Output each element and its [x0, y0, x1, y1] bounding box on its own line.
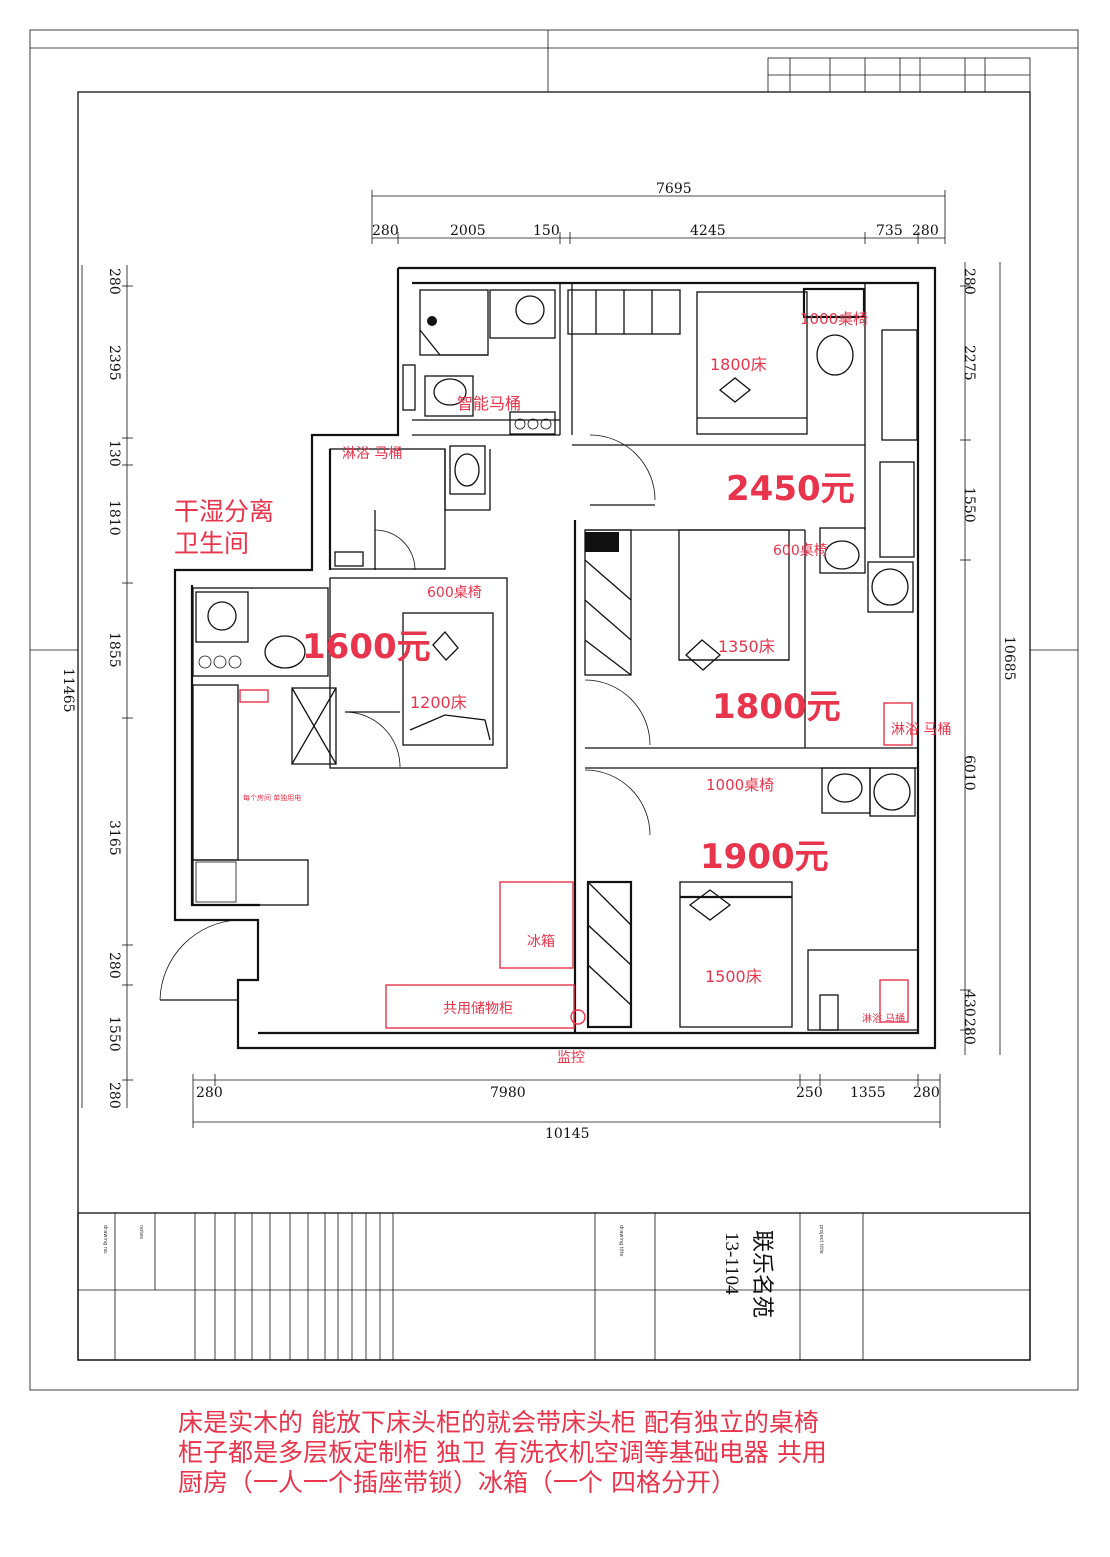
dim-left-7: 280: [106, 952, 122, 979]
storage-box: [385, 984, 575, 1029]
label-desk-600-b: 600桌椅: [427, 585, 482, 601]
svg-text:drawing title: drawing title: [618, 1225, 624, 1256]
kitchen: [159, 587, 329, 1001]
dim-left-3: 130: [106, 440, 122, 467]
dim-right-1: 280: [961, 268, 977, 295]
fridge-box: [499, 881, 574, 969]
socket-marker: [239, 689, 269, 703]
room-a: [567, 283, 918, 558]
dim-top-3: 150: [533, 223, 560, 239]
bathroom-mid: [329, 445, 491, 571]
dimension-lines: [81, 190, 1001, 1128]
dim-left-8: 1550: [106, 1016, 122, 1052]
bathroom-top: [402, 283, 573, 436]
header-table: [767, 57, 1031, 93]
note-line-1: 床是实木的 能放下床头柜的就会带床头柜 配有独立的桌椅: [178, 1408, 819, 1437]
dim-top-total: 7695: [656, 181, 692, 197]
price-room-b: 1800元: [712, 687, 841, 727]
dim-top-1: 280: [372, 223, 399, 239]
note-line-3: 厨房（一人一个插座带锁）冰箱（一个 四格分开）: [178, 1468, 736, 1497]
label-shower-toilet-3: 淋浴 马桶: [862, 1012, 905, 1025]
label-desk-1000-a: 1000桌椅: [800, 310, 868, 328]
label-socket-note: 每个房间 单独用电: [243, 793, 301, 802]
dim-left-total: 11465: [60, 668, 76, 713]
dim-bottom-1: 280: [196, 1085, 223, 1101]
dim-left-2: 2395: [106, 345, 122, 381]
label-desk-1000-b: 1000桌椅: [706, 776, 774, 794]
label-desk-600-a: 600桌椅: [773, 543, 828, 559]
dim-bottom-2: 7980: [490, 1085, 526, 1101]
dim-bottom-3: 250: [796, 1085, 823, 1101]
label-bed-1800: 1800床: [710, 355, 767, 374]
dim-left-1: 280: [106, 268, 122, 295]
dim-right-total: 10685: [1001, 636, 1017, 681]
label-bed-1200: 1200床: [410, 693, 467, 712]
dim-bottom-4: 1355: [850, 1085, 886, 1101]
room-b: [584, 527, 914, 676]
dim-top-2: 2005: [450, 223, 486, 239]
sheet-outer-frame: [29, 29, 1079, 1391]
room-c: [291, 577, 508, 769]
dim-top-4: 4245: [690, 223, 726, 239]
shower-box-bottom: [879, 979, 909, 1023]
price-room-a: 2450元: [726, 469, 855, 509]
dim-top-6: 280: [912, 223, 939, 239]
exterior-walls: [173, 266, 937, 1050]
dim-right-5: 430: [961, 990, 977, 1017]
label-smart-toilet: 智能马桶: [457, 394, 521, 413]
dim-bottom-total: 10145: [545, 1126, 590, 1142]
monitor-marker: [570, 1009, 586, 1025]
label-dry-wet: 干湿分离: [174, 497, 274, 526]
project-name: 联乐名苑: [750, 1230, 775, 1318]
room-d: [586, 767, 919, 1031]
label-fridge: 冰箱: [527, 934, 555, 950]
dim-right-4: 6010: [961, 755, 977, 791]
unit-number: 13-1104: [721, 1232, 742, 1295]
price-room-d: 1900元: [700, 837, 829, 877]
dim-left-6: 3165: [106, 820, 122, 856]
label-monitor: 监控: [557, 1050, 585, 1066]
svg-text:notes: notes: [138, 1225, 144, 1239]
dim-left-5: 1855: [106, 632, 122, 668]
dim-right-6: 280: [961, 1018, 977, 1045]
title-block: drawing no. notes drawing title project …: [77, 1212, 1031, 1361]
svg-text:project title: project title: [818, 1225, 824, 1254]
label-bed-1350: 1350床: [718, 637, 775, 656]
dim-left-9: 280: [106, 1082, 122, 1109]
dim-bottom-5: 280: [913, 1085, 940, 1101]
shower-box-right: [883, 702, 913, 746]
dim-left-4: 1810: [106, 500, 122, 536]
dim-right-3: 1550: [961, 487, 977, 523]
label-bed-1500: 1500床: [705, 967, 762, 986]
price-room-c: 1600元: [302, 627, 431, 667]
label-shower-toilet-2: 淋浴 马桶: [891, 722, 951, 738]
label-shower-toilet-1: 淋浴 马桶: [342, 446, 402, 462]
label-storage: 共用储物柜: [443, 1001, 513, 1017]
svg-text:drawing no.: drawing no.: [102, 1225, 108, 1255]
description-note: 床是实木的 能放下床头柜的就会带床头柜 配有独立的桌椅 柜子都是多层板定制柜 独…: [178, 1408, 968, 1498]
note-line-2: 柜子都是多层板定制柜 独卫 有洗衣机空调等基础电器 共用: [178, 1438, 827, 1467]
dim-top-5: 735: [876, 223, 903, 239]
dim-right-2: 2275: [961, 345, 977, 381]
label-bathroom: 卫生间: [174, 529, 249, 558]
